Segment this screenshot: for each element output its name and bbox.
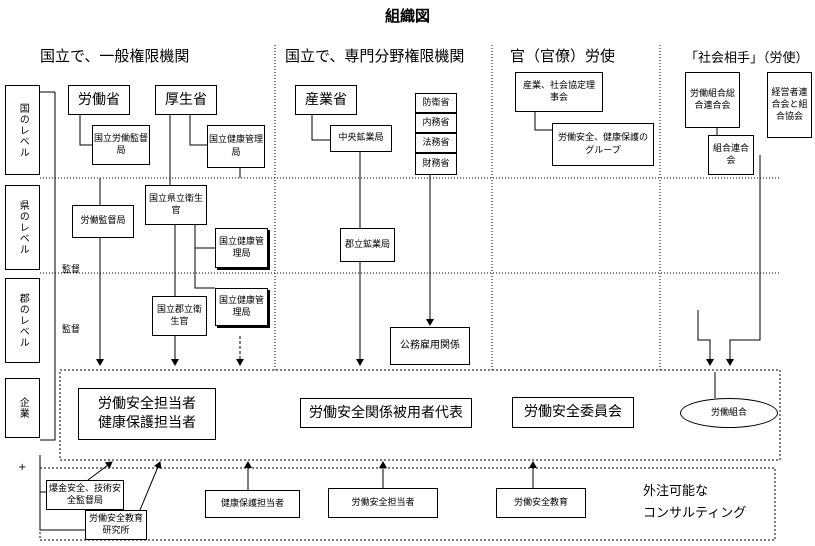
county-health-officer-box: 国立郡立衛生官	[152, 296, 207, 336]
page-title: 組織図	[385, 7, 431, 25]
level-prefecture: 県のレベル	[5, 185, 40, 270]
ohs-officer-label: 労働安全担当者	[98, 396, 196, 413]
level-national: 国のレベル	[5, 85, 40, 175]
pref-health-admin-box: 国立健康管理局	[215, 228, 268, 268]
header-national-special: 国立で、専門分野権限機関	[285, 47, 465, 65]
pref-health-officer-box: 国立県立衛生官	[145, 185, 207, 225]
industry-social-council-box: 産業、社会協定理事会	[515, 72, 603, 112]
labor-inspection-box: 労働監督局	[72, 205, 134, 238]
federation-unions-box: 労働組合総合連合会	[685, 72, 740, 128]
welfare-ministry-box: 厚生省	[155, 85, 217, 115]
ohs-education-box: 労働安全教育	[496, 488, 586, 518]
ohs-health-officer-box: 労働安全担当者 健康保護担当者	[78, 388, 216, 440]
health-officer-label: 健康保護担当者	[98, 415, 196, 431]
header-government: 官（官僚）労使	[510, 47, 616, 65]
plus-label: +	[18, 462, 27, 473]
labor-union-oval: 労働組合	[680, 398, 778, 428]
supervision-label: 監督	[62, 325, 81, 335]
national-labor-inspection-box: 国立労働監督局	[92, 125, 150, 165]
outsourcing-label-line1: 外注可能な	[643, 484, 709, 499]
ohs-institute-box: 労働安全教育研究所	[85, 510, 147, 540]
ohs-group-box: 労働安全、健康保護のグループ	[552, 123, 654, 166]
county-mining-box: 郡立鉱業局	[340, 228, 395, 262]
level-enterprise: 企業	[5, 378, 40, 438]
finance-ministry-box: 財務省	[415, 153, 457, 175]
labor-ministry-box: 労働省	[68, 85, 130, 115]
industry-ministry-box: 産業省	[295, 85, 357, 115]
interior-ministry-box: 内務省	[415, 113, 457, 133]
header-social: 「社会相手」（労使）	[685, 51, 809, 66]
ohs-committee-box: 労働安全委員会	[512, 397, 634, 428]
ohs-representative-box: 労働安全関係被用者代表	[300, 398, 472, 428]
public-employment-box: 公務雇用関係	[390, 327, 470, 365]
outsourcing-label-line2: コンサルティング	[643, 506, 747, 521]
ohs-officer-bottom-box: 労働安全担当者	[328, 488, 438, 518]
mine-safety-box: 爆金安全、技術安全監督局	[46, 480, 124, 510]
justice-ministry-box: 法務省	[415, 133, 457, 153]
level-county: 郡のレベル	[5, 278, 40, 363]
county-health-admin-box: 国立健康管理局	[215, 288, 268, 326]
supervision-label: 監督	[62, 265, 81, 275]
central-mining-box: 中央鉱業局	[330, 125, 392, 152]
health-protection-officer-box: 健康保護担当者	[205, 490, 300, 518]
union-federation-box: 組合連合会	[708, 135, 754, 175]
defense-ministry-box: 防衛省	[415, 93, 457, 113]
national-health-admin-box: 国立健康管理局	[207, 125, 265, 168]
header-national-general: 国立で、一般権限機関	[40, 47, 190, 65]
employers-federation-box: 経営者連合会と組合協会	[767, 72, 812, 138]
